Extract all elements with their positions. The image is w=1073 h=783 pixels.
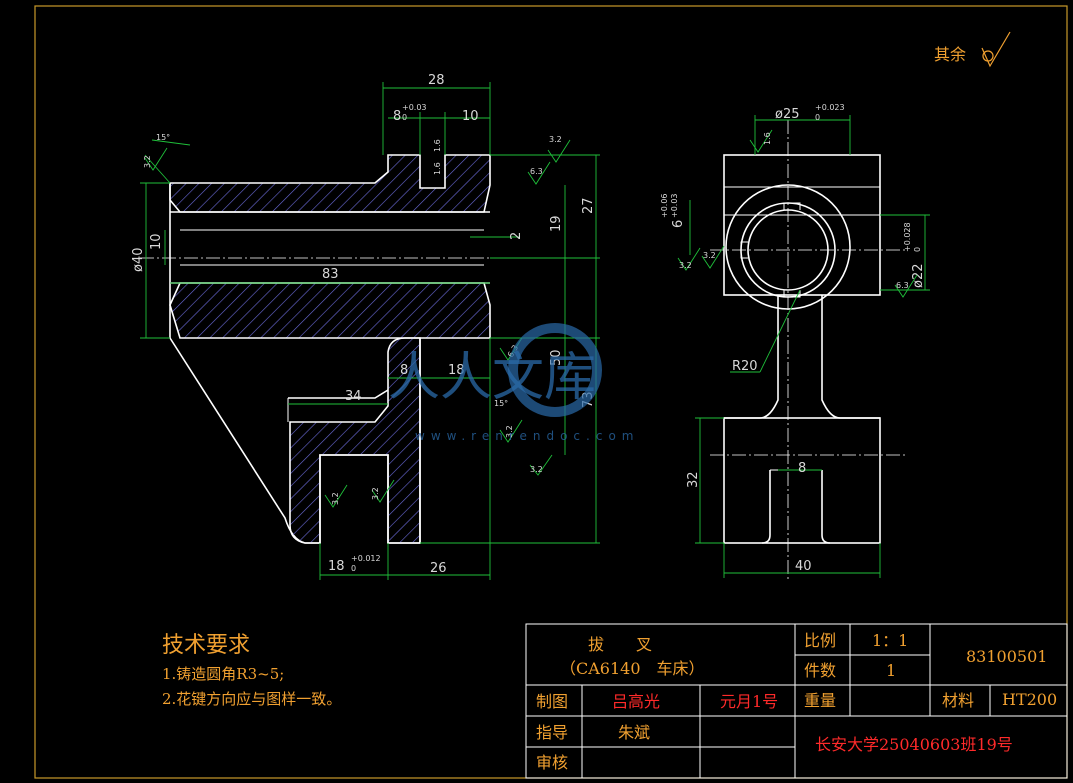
dim-8-tol: 8 <box>393 109 401 124</box>
svg-text:1.6: 1.6 <box>763 132 772 145</box>
dim-10-vertical: 10 <box>149 233 164 250</box>
qty-label: 件数 <box>804 661 836 680</box>
watermark-brand: 人人文库 <box>388 348 596 408</box>
svg-text:+0.03: +0.03 <box>402 103 427 112</box>
dim-8-side: 8 <box>798 461 806 476</box>
scale-label: 比例 <box>804 631 836 650</box>
svg-text:0: 0 <box>913 247 922 252</box>
side-dimensions: ø25 +0.023 0 6 +0.06 +0.03 ø22 +0.028 0 … <box>660 103 930 578</box>
svg-text:+0.03: +0.03 <box>670 193 679 218</box>
svg-text:+0.028: +0.028 <box>903 222 912 252</box>
dim-dia40: ø40 <box>131 248 146 273</box>
drawn-label: 制图 <box>536 692 568 711</box>
guide-by: 朱斌 <box>618 723 650 742</box>
svg-text:3.2: 3.2 <box>505 425 514 438</box>
dim-26: 26 <box>430 561 447 576</box>
dim-6: 6 <box>671 220 686 228</box>
tech-req-item-2: 2.花键方向应与图样一致。 <box>162 690 341 708</box>
dim-32: 32 <box>686 471 701 488</box>
tech-req-title: 技术要求 <box>162 633 250 658</box>
dim-8: 8 <box>400 363 408 378</box>
dim-1-6a: 1.6 <box>433 139 442 152</box>
roughness-symbol-icon <box>981 31 1011 68</box>
qty-value: 1 <box>886 661 896 680</box>
rest-roughness-note: 其余 <box>934 31 1011 68</box>
dim-83: 83 <box>322 267 339 282</box>
svg-text:3.2: 3.2 <box>679 261 692 270</box>
dim-50: 50 <box>549 349 564 366</box>
dim-dia22: ø22 <box>911 264 926 289</box>
svg-text:3.2: 3.2 <box>371 487 380 500</box>
svg-text:+0.023: +0.023 <box>815 103 845 112</box>
dim-40-side: 40 <box>795 559 812 574</box>
watermark-url: www.renrendoc.com <box>415 429 639 443</box>
svg-text:3.2: 3.2 <box>331 492 340 505</box>
svg-text:0: 0 <box>815 113 820 122</box>
dim-R20: R20 <box>732 359 758 374</box>
dim-27: 27 <box>581 197 596 214</box>
dim-28: 28 <box>428 73 445 88</box>
part-name: 拔 叉 <box>588 635 652 654</box>
dim-15deg-top: 15° <box>156 133 170 142</box>
dim-15deg-mid: 15° <box>494 399 508 408</box>
svg-text:0: 0 <box>402 113 407 122</box>
drawn-by: 吕高光 <box>612 692 660 711</box>
side-view <box>710 120 905 580</box>
check-label: 审核 <box>536 753 568 772</box>
dim-19: 19 <box>549 215 564 232</box>
drawn-date: 元月1号 <box>720 692 778 711</box>
dim-10: 10 <box>462 109 479 124</box>
svg-text:6.3: 6.3 <box>896 281 909 290</box>
dim-18-tol: 18 <box>328 559 345 574</box>
weight-label: 重量 <box>804 691 836 710</box>
guide-label: 指导 <box>536 723 568 742</box>
dim-2: 2 <box>509 232 524 240</box>
section-view <box>140 154 520 544</box>
rest-note-label: 其余 <box>934 45 966 64</box>
svg-text:+0.012: +0.012 <box>351 554 381 563</box>
watermark: 人人文库 www.renrendoc.com <box>388 323 639 443</box>
svg-text:3.2: 3.2 <box>530 465 543 474</box>
svg-text:3.2: 3.2 <box>703 251 716 260</box>
svg-text:6.3: 6.3 <box>530 167 543 176</box>
dim-dia25: ø25 <box>775 107 800 122</box>
svg-text:0: 0 <box>351 564 356 573</box>
dim-34: 34 <box>345 389 362 404</box>
title-block: 拔 叉 （CA6140 车床） 比例 1：1 件数 1 重量 材料 HT200 … <box>525 623 1068 779</box>
section-dimensions: 28 8 +0.03 0 10 19 27 2 ø40 10 83 50 73 … <box>131 73 600 580</box>
dim-18: 18 <box>448 363 465 378</box>
school-info: 长安大学25040603班19号 <box>815 735 1013 754</box>
scale-value: 1：1 <box>872 631 908 650</box>
svg-text:3.2: 3.2 <box>549 135 562 144</box>
material-label: 材料 <box>942 691 974 710</box>
section-lower-wall <box>169 282 491 339</box>
fork-hatch <box>289 337 421 544</box>
machine-name: （CA6140 车床） <box>560 659 705 678</box>
drawing-number: 83100501 <box>966 647 1047 666</box>
tech-req-item-1: 1.铸造圆角R3~5; <box>162 665 284 683</box>
section-upper-wall <box>169 154 491 213</box>
dim-1-6b: 1.6 <box>433 162 442 175</box>
technical-requirements: 技术要求 1.铸造圆角R3~5; 2.花键方向应与图样一致。 <box>162 633 341 708</box>
material-value: HT200 <box>1002 690 1057 709</box>
svg-text:+0.06: +0.06 <box>660 193 669 218</box>
svg-text:3.2: 3.2 <box>143 155 152 168</box>
